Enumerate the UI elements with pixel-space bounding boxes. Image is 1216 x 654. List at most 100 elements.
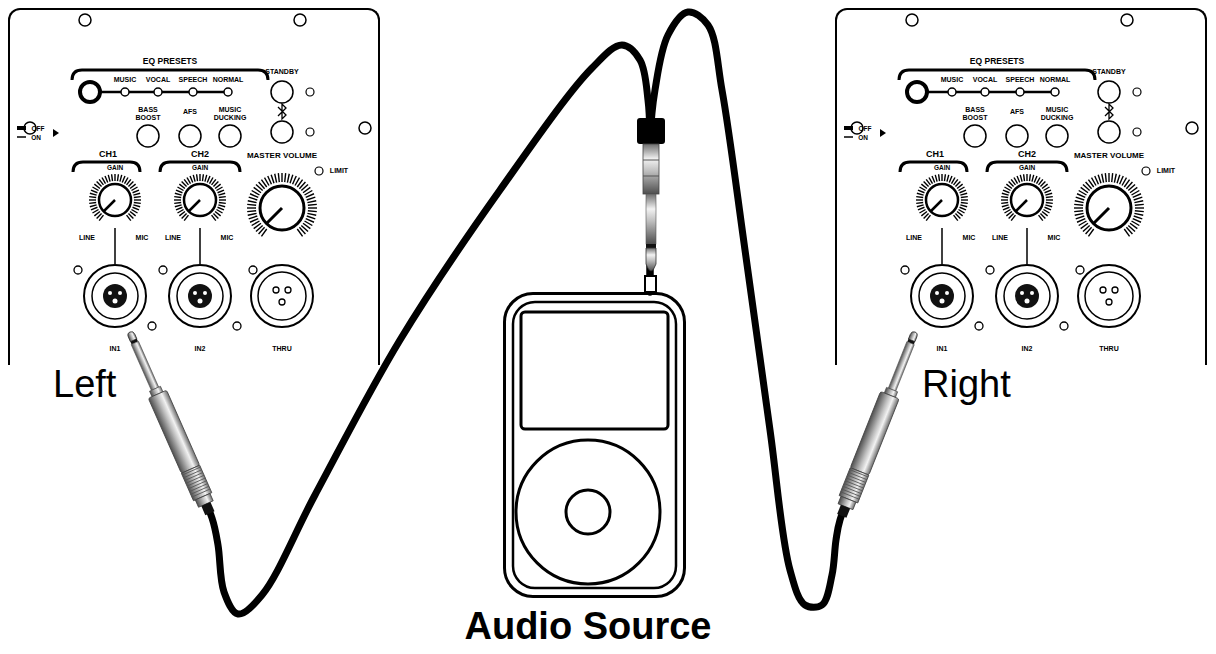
label-anchor: AFS [183, 108, 197, 116]
label-anchor: IN1 [937, 345, 948, 353]
right-speaker-panel [844, 14, 1198, 330]
control-label: IN1 [110, 345, 121, 353]
control-label: ON [31, 134, 41, 141]
audio-source: Audio Source [440, 292, 736, 652]
label-anchor: SPEECH [179, 76, 208, 84]
control-label: EQ PRESETS [970, 57, 1024, 66]
label-anchor: LIMIT [1157, 167, 1175, 175]
label-anchor: EQ PRESETS [143, 57, 197, 66]
label-anchor: THRU [1099, 345, 1118, 353]
label-anchor: MIC [221, 234, 234, 242]
control-label: GAIN [1019, 164, 1035, 171]
label-anchor: CH1 [99, 150, 117, 160]
label-anchor: LINE [906, 234, 922, 242]
source-plug-part [646, 194, 656, 244]
control-label: LINE [906, 234, 922, 242]
label-anchor: NORMAL [213, 76, 244, 84]
control-label: VOCAL [973, 76, 998, 84]
node-label: Audio Source [464, 606, 711, 648]
label-anchor: STANDBY [265, 68, 298, 76]
control-label: LIMIT [330, 167, 348, 175]
control-label: CH1 [926, 150, 944, 160]
label-anchor: GAIN [1019, 164, 1035, 171]
control-label: NORMAL [213, 76, 244, 84]
control-label: IN2 [195, 345, 206, 353]
speaker: Left [8, 8, 380, 410]
control-label: MIC [1048, 234, 1061, 242]
label-anchor: MUSIC [941, 76, 964, 84]
label-anchor: MASTER VOLUME [247, 152, 317, 161]
audio-player-part [516, 440, 660, 584]
source-plug-part [643, 176, 659, 177]
label-anchor: IN1 [110, 345, 121, 353]
label-anchor: MUSIC [114, 76, 137, 84]
label-anchor: LIMIT [330, 167, 348, 175]
label-anchor: GAIN [934, 164, 950, 171]
audio-player-part [645, 276, 656, 292]
label-anchor: ON [858, 134, 868, 141]
node-label: Right [922, 364, 1011, 406]
label-anchor: VOCAL [973, 76, 998, 84]
control-label: ON [858, 134, 868, 141]
source-plug-part [646, 248, 656, 271]
label-anchor: CH1 [926, 150, 944, 160]
control-label: MIC [963, 234, 976, 242]
control-label: IN1 [937, 345, 948, 353]
control-label: CH2 [1018, 150, 1036, 160]
control-label: EQ PRESETS [143, 57, 197, 66]
left-speaker-panel [17, 14, 371, 330]
control-label: MUSIC DUCKING [1036, 106, 1078, 121]
label-anchor: THRU [272, 345, 291, 353]
control-label: SPEECH [1006, 76, 1035, 84]
source-plug-part [643, 144, 659, 194]
control-label: NORMAL [1040, 76, 1071, 84]
label-anchor: STANDBY [1092, 68, 1125, 76]
left-jack-plug [121, 328, 219, 517]
label-anchor: NORMAL [1040, 76, 1071, 84]
label-anchor: MASTER VOLUME [1074, 152, 1144, 161]
audio-player-part [566, 490, 610, 534]
label-anchor: MUSIC DUCKING [209, 106, 251, 121]
control-label: MUSIC [114, 76, 137, 84]
label-anchor: GAIN [107, 164, 123, 171]
label-anchor: CH2 [1018, 150, 1036, 160]
label-anchor: MIC [963, 234, 976, 242]
source-plug-part [637, 118, 665, 144]
control-label: LINE [79, 234, 95, 242]
label-anchor: EQ PRESETS [970, 57, 1024, 66]
control-label: MIC [136, 234, 149, 242]
control-label: AFS [1010, 108, 1024, 116]
control-label: GAIN [192, 164, 208, 171]
label-anchor: LINE [79, 234, 95, 242]
control-label: IN2 [1022, 345, 1033, 353]
label-anchor: IN2 [1022, 345, 1033, 353]
label-anchor: BASS BOOST [131, 106, 165, 121]
control-label: CH2 [191, 150, 209, 160]
control-label: STANDBY [265, 68, 298, 76]
control-label: THRU [1099, 345, 1118, 353]
label-anchor: OFF [32, 125, 45, 132]
label-anchor: GAIN [192, 164, 208, 171]
control-label: LINE [165, 234, 181, 242]
control-label: BASS BOOST [131, 106, 165, 121]
control-label: SPEECH [179, 76, 208, 84]
control-label: MASTER VOLUME [1074, 152, 1144, 161]
control-label: VOCAL [146, 76, 171, 84]
source-plug-part [646, 244, 656, 248]
control-label: LIMIT [1157, 167, 1175, 175]
audio-player-part [521, 312, 668, 429]
control-label: OFF [32, 125, 45, 132]
control-label: LINE [992, 234, 1008, 242]
control-label: AFS [183, 108, 197, 116]
label-anchor: BASS BOOST [958, 106, 992, 121]
label-anchor: VOCAL [146, 76, 171, 84]
audio-player-part [513, 302, 676, 588]
label-anchor: LINE [165, 234, 181, 242]
audio-player [513, 276, 676, 588]
label-anchor: MUSIC DUCKING [1036, 106, 1078, 121]
control-label: CH1 [99, 150, 117, 160]
speaker: Right [835, 8, 1207, 410]
label-anchor: AFS [1010, 108, 1024, 116]
